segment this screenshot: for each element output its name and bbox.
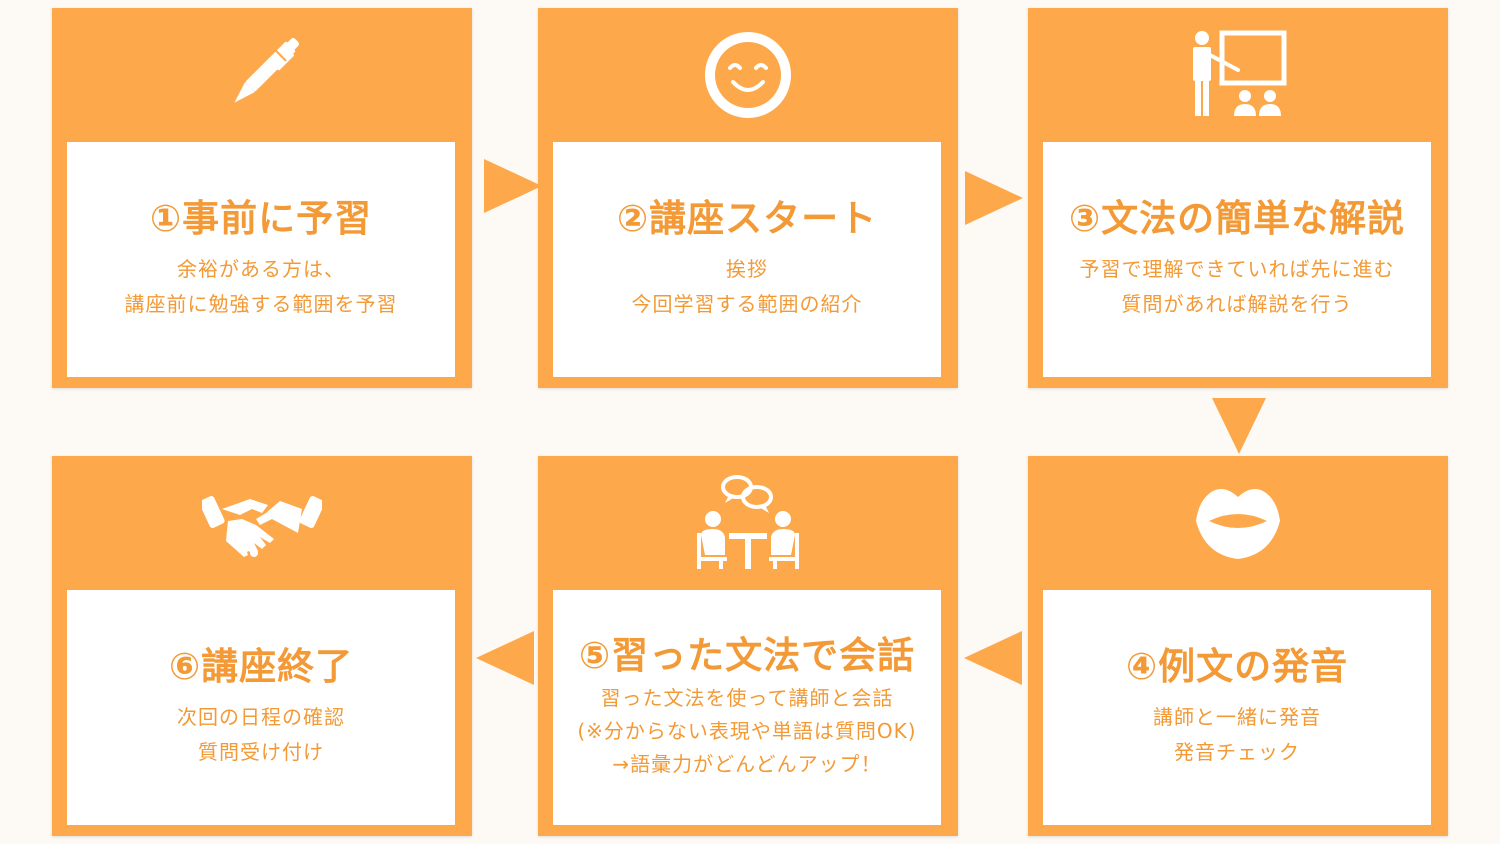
step-2-line-1: 挨拶 <box>726 256 768 281</box>
conversation-icon <box>697 475 799 569</box>
step-4-desc: 講師と一緒に発音 発音チェック <box>1153 700 1321 770</box>
step-1-line-1: 余裕がある方は、 <box>177 256 345 281</box>
step-4-panel: ④例文の発音 講師と一緒に発音 発音チェック <box>1043 590 1431 825</box>
step-5-icon-area <box>538 456 958 590</box>
step-4-title: ④例文の発音 <box>1125 645 1349 689</box>
step-2-icon-area <box>538 8 958 142</box>
arrow-step-5-to-6 <box>476 631 534 685</box>
step-card-2: ②講座スタート 挨拶 今回学習する範囲の紹介 <box>538 8 958 388</box>
step-3-desc: 予習で理解できていれば先に進む 質問があれば解説を行う <box>1080 252 1395 322</box>
handshake-icon <box>202 496 322 557</box>
step-2-panel: ②講座スタート 挨拶 今回学習する範囲の紹介 <box>553 142 941 377</box>
step-3-icon-area <box>1028 8 1448 142</box>
step-2-desc: 挨拶 今回学習する範囲の紹介 <box>632 252 863 322</box>
step-6-desc: 次回の日程の確認 質問受け付け <box>177 700 345 770</box>
step-card-5: ⑤習った文法で会話 習った文法を使って講師と会話 (※分からない表現や単語は質問… <box>538 456 958 836</box>
step-3-line-2: 質問があれば解説を行う <box>1121 291 1353 316</box>
arrow-step-3-to-4 <box>1212 398 1266 454</box>
step-3-panel: ③文法の簡単な解説 予習で理解できていれば先に進む 質問があれば解説を行う <box>1043 142 1431 377</box>
step-card-6: ⑥講座終了 次回の日程の確認 質問受け付け <box>52 456 472 836</box>
step-2-line-2: 今回学習する範囲の紹介 <box>631 291 863 316</box>
lips-icon <box>1196 489 1280 559</box>
arrow-step-2-to-3 <box>965 171 1023 225</box>
step-6-panel: ⑥講座終了 次回の日程の確認 質問受け付け <box>67 590 455 825</box>
step-5-line-2: (※分からない表現や単語は質問OK) <box>577 719 917 744</box>
step-6-icon-area <box>52 456 472 590</box>
step-5-title: ⑤習った文法で会話 <box>578 633 916 677</box>
step-5-line-3: →語彙力がどんどんアップ！ <box>612 752 882 777</box>
step-2-title: ②講座スタート <box>616 197 878 241</box>
smile-face-icon <box>705 32 791 118</box>
step-1-icon-area <box>52 8 472 142</box>
step-1-line-2: 講座前に勉強する範囲を予習 <box>124 291 398 316</box>
arrow-step-1-to-2 <box>484 159 542 213</box>
arrow-step-4-to-5 <box>964 631 1022 685</box>
teacher-board-icon <box>1193 30 1287 116</box>
step-1-title: ①事前に予習 <box>149 197 373 241</box>
step-3-title: ③文法の簡単な解説 <box>1068 197 1406 241</box>
step-5-desc: 習った文法を使って講師と会話 (※分からない表現や単語は質問OK) →語彙力がど… <box>577 682 916 781</box>
step-5-line-1: 習った文法を使って講師と会話 <box>600 686 894 711</box>
step-card-3: ③文法の簡単な解説 予習で理解できていれば先に進む 質問があれば解説を行う <box>1028 8 1448 388</box>
step-3-line-1: 予習で理解できていれば先に進む <box>1079 256 1395 281</box>
step-1-desc: 余裕がある方は、 講座前に勉強する範囲を予習 <box>125 252 398 322</box>
step-4-line-2: 発音チェック <box>1174 739 1300 764</box>
step-6-line-2: 質問受け付け <box>198 739 324 764</box>
step-6-line-1: 次回の日程の確認 <box>177 704 345 729</box>
step-6-title: ⑥講座終了 <box>168 645 354 689</box>
step-card-4: ④例文の発音 講師と一緒に発音 発音チェック <box>1028 456 1448 836</box>
step-5-panel: ⑤習った文法で会話 習った文法を使って講師と会話 (※分からない表現や単語は質問… <box>553 590 941 825</box>
pen-icon <box>234 38 299 103</box>
step-card-1: ①事前に予習 余裕がある方は、 講座前に勉強する範囲を予習 <box>52 8 472 388</box>
step-4-line-1: 講師と一緒に発音 <box>1153 704 1321 729</box>
step-4-icon-area <box>1028 456 1448 590</box>
step-1-panel: ①事前に予習 余裕がある方は、 講座前に勉強する範囲を予習 <box>67 142 455 377</box>
